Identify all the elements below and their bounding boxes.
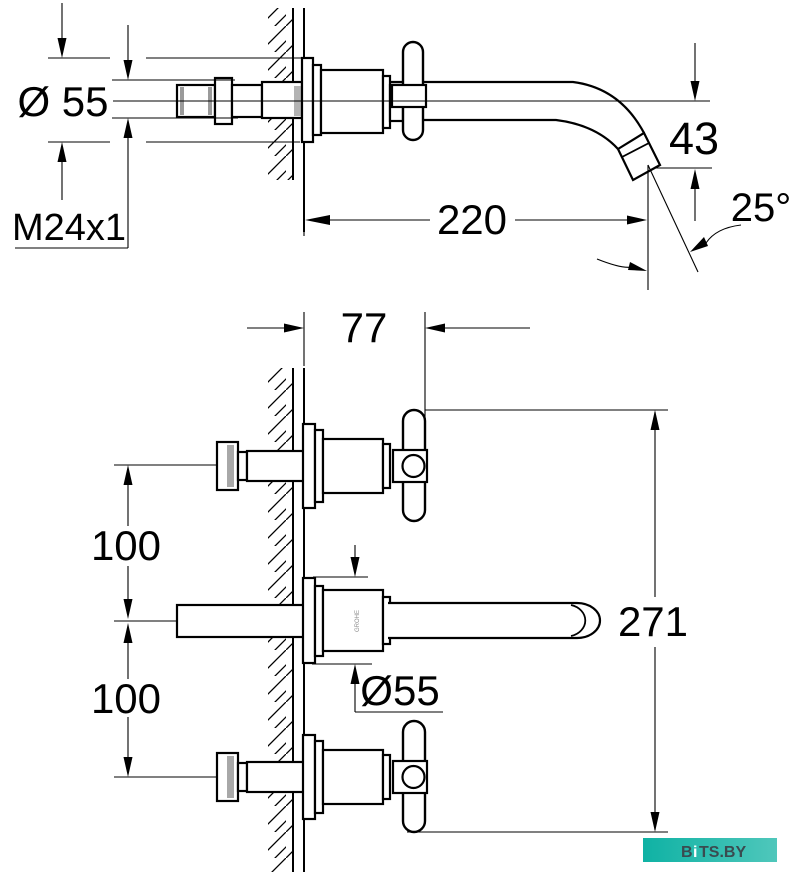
upper-valve [215, 408, 429, 523]
spout-roughin-rod [175, 603, 309, 639]
dim-label-wall-depth: 77 [341, 304, 388, 351]
dim-label-upper-spacing: 100 [91, 522, 161, 569]
three-hole-view [175, 408, 602, 834]
lower-valve [215, 719, 429, 834]
valve-step [381, 442, 392, 490]
valve-ring [313, 428, 325, 504]
watermark-text-b: B [681, 844, 693, 861]
rosette-ring [311, 63, 323, 137]
cross-handle-hub-circle [401, 453, 426, 479]
valve-neck [236, 450, 249, 482]
spout-tip-inner-arc [570, 604, 587, 637]
watermark: B i TS.BY [643, 838, 777, 862]
watermark-background [643, 838, 777, 862]
spout-ring [313, 584, 325, 658]
spout-tube-top-line [388, 80, 645, 134]
valve-pipe [245, 449, 306, 483]
valve-flange [301, 733, 317, 821]
angle-arc [596, 258, 633, 268]
dim-label-diameter-top: Ø 55 [17, 78, 108, 125]
dim-label-rosette-diameter: Ø55 [360, 667, 439, 714]
dim-label-outlet-drop: 43 [669, 113, 719, 164]
wall-section-top [268, 8, 305, 232]
outlet-angle-line [647, 164, 699, 273]
dimension-labels: Ø 55 M24x1 220 43 25° 77 100 100 Ø55 271… [12, 78, 791, 722]
dim-label-projection: 220 [437, 196, 507, 243]
dimension-arrowheads [57, 38, 708, 832]
cross-handle-hub-circle [401, 764, 426, 790]
spout-outlet-ring [621, 142, 650, 158]
dim-label-overall-height: 271 [618, 598, 688, 645]
valve-neck [236, 761, 249, 793]
valve-ring [313, 739, 325, 815]
spout-body [319, 68, 385, 135]
valve-flange [301, 422, 317, 510]
valve-cap-shading [227, 756, 234, 798]
valve-step [381, 753, 392, 801]
dim-label-lower-spacing: 100 [91, 675, 161, 722]
dim-label-thread: M24x1 [12, 207, 126, 249]
angle-leader [705, 224, 742, 244]
valve-body [321, 437, 385, 495]
spout-tube-bottom-line [388, 118, 619, 150]
valve-cap-shading [227, 445, 234, 487]
watermark-text-rest: TS.BY [699, 844, 746, 861]
spout-tube-front [388, 601, 602, 640]
spout-flange [301, 576, 317, 665]
watermark-text-i: i [693, 844, 697, 861]
dimension-lines [15, 3, 742, 833]
rosette-flange [300, 56, 315, 144]
cross-handle-hub [390, 83, 428, 109]
spout-base-body [321, 588, 385, 653]
dim-label-outlet-angle: 25° [731, 186, 792, 230]
valve-body [321, 748, 385, 806]
body-logo-text: GROHE [355, 610, 361, 632]
spout-side-view [175, 40, 662, 182]
valve-pipe [245, 760, 306, 794]
